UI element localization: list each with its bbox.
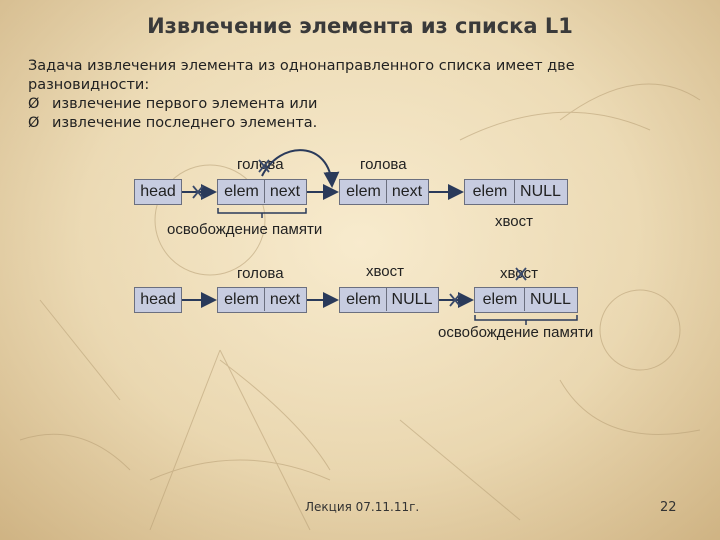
- brace-free-memory-1: [217, 208, 307, 218]
- node-elem: elem: [466, 180, 515, 203]
- label-head-old: голова: [237, 156, 284, 173]
- bullet-item-first: Ø извлечение первого элемента или: [28, 95, 575, 114]
- bullet-text: извлечение последнего элемента.: [52, 115, 318, 131]
- arrow-head-moved: [261, 149, 340, 188]
- node-link: NULL: [391, 291, 433, 308]
- node-elem: elem: [341, 180, 387, 203]
- intro-line-2: разновидности:: [28, 77, 150, 93]
- node-link: next: [269, 183, 301, 200]
- cross-icon: [515, 267, 527, 281]
- head-box-1: head: [134, 179, 182, 205]
- head-label: head: [140, 183, 176, 200]
- footer-lecture: Лекция 07.11.11г.: [305, 500, 420, 514]
- bullet-arrow-icon: Ø: [28, 96, 40, 112]
- label-head: голова: [237, 265, 284, 282]
- node-link: next: [391, 183, 423, 200]
- cross-icon: [258, 159, 270, 173]
- free-memory-label-2: освобождение памяти: [438, 324, 594, 341]
- label-tail-old: хвост: [500, 265, 539, 282]
- brace-free-memory-2: [474, 315, 578, 325]
- bullet-arrow-icon: Ø: [28, 115, 40, 131]
- node-link: NULL: [520, 183, 561, 200]
- node-2-3: elem NULL: [474, 287, 578, 313]
- intro-line-1: Задача извлечения элемента из однонаправ…: [28, 58, 575, 74]
- intro-text: Задача извлечения элемента из однонаправ…: [28, 57, 575, 133]
- head-box-2: head: [134, 287, 182, 313]
- head-label: head: [140, 291, 176, 308]
- node-elem: elem: [219, 288, 265, 311]
- label-head-new: голова: [360, 156, 407, 173]
- node-elem: elem: [476, 288, 525, 311]
- node-elem: elem: [341, 288, 387, 311]
- page-number: 22: [660, 500, 677, 515]
- node-link: next: [269, 291, 301, 308]
- bullet-item-last: Ø извлечение последнего элемента.: [28, 114, 575, 133]
- label-tail-new: хвост: [366, 263, 405, 280]
- bullet-text: извлечение первого элемента или: [52, 96, 318, 112]
- node-elem: elem: [219, 180, 265, 203]
- cross-icon: [449, 293, 461, 307]
- label-tail: хвост: [495, 213, 534, 230]
- node-link: NULL: [530, 291, 571, 308]
- cross-icon: [192, 185, 204, 199]
- free-memory-label-1: освобождение памяти: [167, 221, 323, 238]
- node-1-3: elem NULL: [464, 179, 568, 205]
- slide-title: Извлечение элемента из списка L1: [147, 14, 573, 38]
